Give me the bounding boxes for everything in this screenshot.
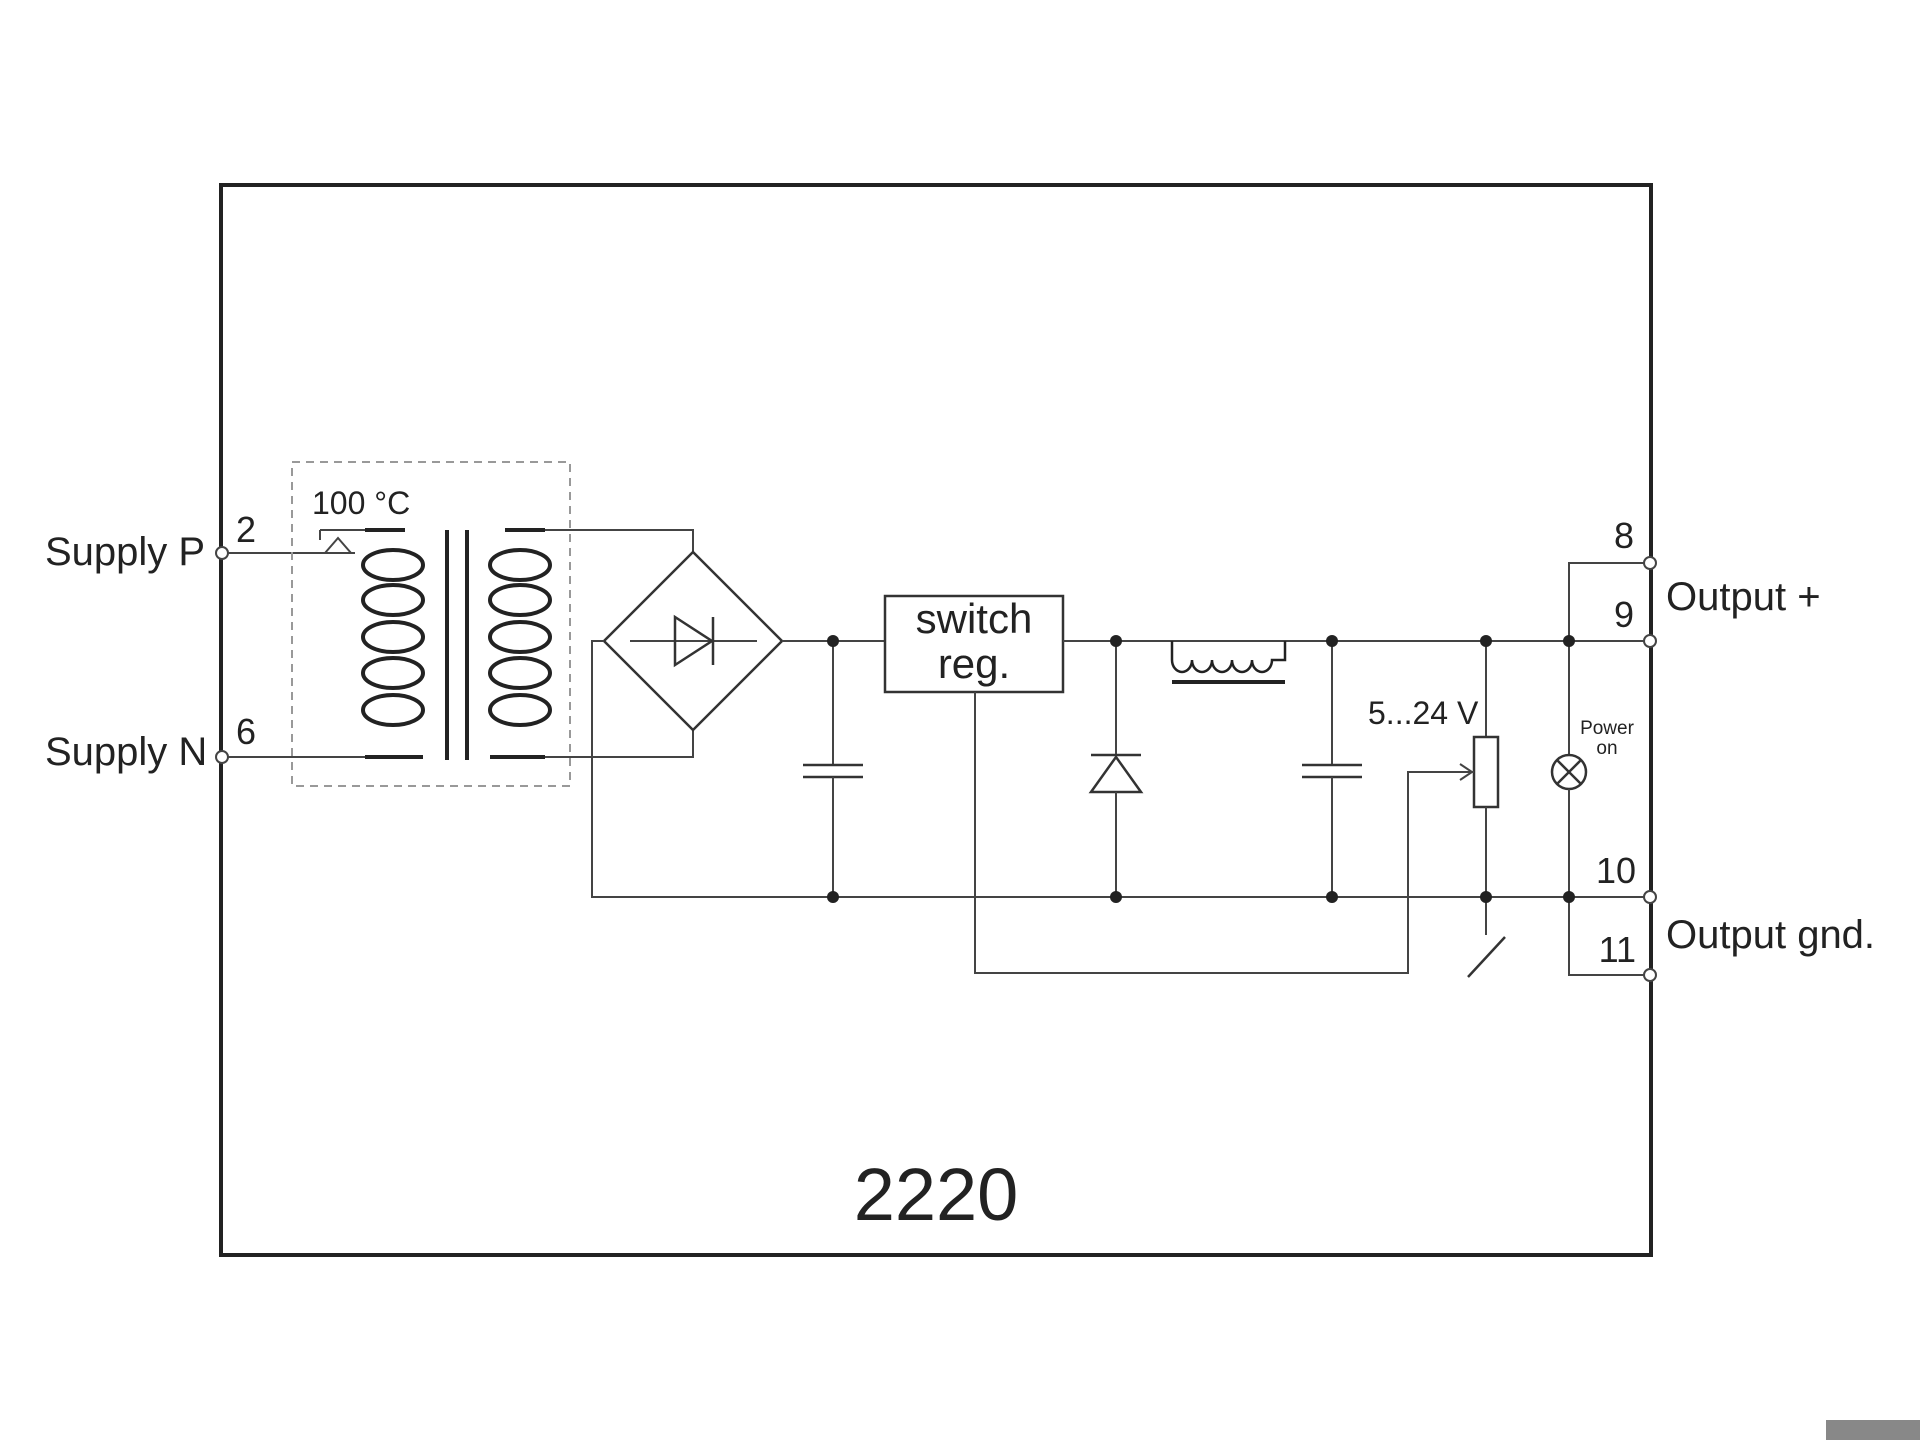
pin-6-label: 6 (236, 711, 256, 752)
pin-11-label: 11 (1599, 929, 1636, 970)
terminal-6[interactable] (215, 750, 229, 764)
switch-regulator-label-line1: switch (916, 595, 1033, 642)
power-on-lamp (1550, 641, 1588, 897)
primary-coil (361, 528, 425, 759)
supply-p-label: Supply P (45, 530, 205, 574)
pin-2-label: 2 (236, 509, 256, 550)
secondary-top-wire (545, 529, 694, 552)
switch-regulator-label-line2: reg. (938, 640, 1010, 687)
output-inductor (1170, 641, 1287, 684)
secondary-coil (488, 528, 552, 759)
supply-n-label: Supply N (45, 730, 207, 774)
transformer-enclosure (291, 461, 571, 787)
pin-8-wire (1568, 562, 1650, 641)
pin-8-label: 8 (1614, 515, 1634, 556)
terminal-2[interactable] (215, 546, 229, 560)
terminal-9[interactable] (1643, 634, 1657, 648)
enclosure-frame (219, 183, 1653, 1257)
trim-potentiometer[interactable] (1459, 641, 1506, 978)
junction-dots (827, 635, 1575, 903)
voltage-range-label: 5...24 V (1368, 695, 1479, 731)
model-number-label: 2220 (854, 1153, 1019, 1236)
pin-9-label: 9 (1614, 594, 1634, 635)
output-plus-label: Output + (1666, 575, 1821, 619)
thermal-fuse-label: 100 °C (312, 485, 410, 521)
terminal-10[interactable] (1643, 890, 1657, 904)
bridge-negative-wire (591, 640, 1580, 898)
output-gnd-label: Output gnd. (1666, 913, 1875, 957)
terminal-11[interactable] (1643, 968, 1657, 982)
secondary-bottom-wire (545, 730, 694, 758)
corner-tab (1826, 1420, 1920, 1440)
freewheel-diode (1088, 641, 1144, 897)
output-capacitor (1302, 641, 1362, 897)
thermal-fuse-symbol (322, 536, 354, 554)
pin-10-label: 10 (1596, 850, 1636, 891)
terminal-8[interactable] (1643, 556, 1657, 570)
bridge-rectifier (602, 550, 784, 732)
regulator-feedback-wire (974, 692, 1470, 974)
input-capacitor (803, 641, 863, 897)
power-on-label-line1: Power (1580, 718, 1635, 739)
pin-11-wire (1568, 897, 1650, 976)
power-on-label-line2: on (1596, 738, 1617, 759)
